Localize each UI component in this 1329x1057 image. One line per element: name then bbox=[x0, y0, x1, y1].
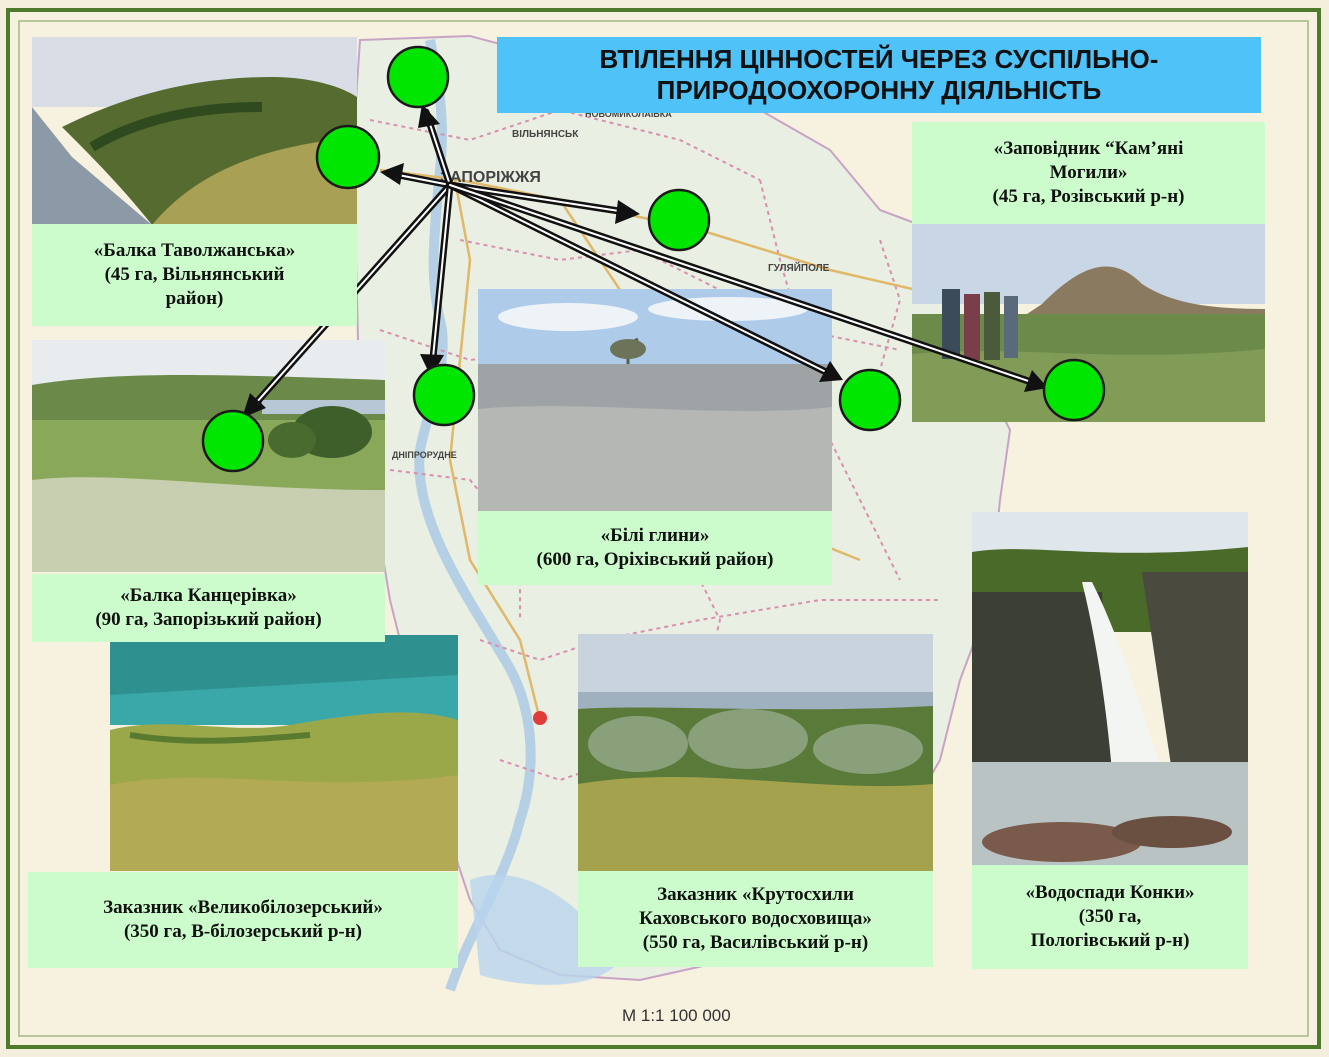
caption-line: Могили» bbox=[1049, 162, 1128, 184]
photo-krutoskhyly bbox=[578, 634, 933, 871]
caption-line: «Балка Канцерівка» bbox=[120, 585, 297, 607]
caption-line: (45 га, Вільнянський bbox=[104, 264, 285, 286]
caption-line: (90 га, Запорізький район) bbox=[95, 609, 322, 630]
title-line-2: ПРИРОДООХОРОННУ ДІЯЛЬНІСТЬ bbox=[656, 75, 1102, 105]
caption-line: (350 га, bbox=[1078, 906, 1142, 928]
map-label-city: ЗАПОРІЖЖЯ bbox=[440, 169, 541, 186]
caption-line: Заказник «Великобілозерський» bbox=[103, 897, 383, 919]
caption-line: (600 га, Оріхівський район) bbox=[536, 549, 774, 570]
photo-tavolzhanska bbox=[32, 37, 357, 225]
shrubs bbox=[588, 709, 923, 774]
photo-velykobilozerskyi bbox=[110, 635, 458, 871]
caption-velykobilozerskyi: Заказник «Великобілозерський» (350 га, В… bbox=[28, 872, 458, 968]
photo-kantserivka bbox=[32, 340, 385, 572]
frame-inner-border bbox=[18, 20, 1309, 1037]
caption-line: «Заповідник “Кам’яні bbox=[993, 138, 1184, 160]
slide-title: ВТІЛЕННЯ ЦІННОСТЕЙ ЧЕРЕЗ СУСПІЛЬНО- ПРИР… bbox=[497, 37, 1261, 113]
map-city-marker bbox=[533, 711, 547, 725]
map-label-town1: ВІЛЬНЯНСЬК bbox=[512, 129, 579, 140]
caption-kantserivka: «Балка Канцерівка» (90 га, Запорізький р… bbox=[32, 574, 385, 642]
caption-krutoskhyly: Заказник «Крутосхили Каховського водосхо… bbox=[578, 871, 933, 967]
caption-kamiani-mohyly: «Заповідник “Кам’яні Могили» (45 га, Роз… bbox=[912, 122, 1265, 224]
caption-line: Каховського водосховища» bbox=[639, 908, 872, 930]
map-label-town2: ГУЛЯЙПОЛЕ bbox=[768, 261, 830, 274]
photo-vodospady-konky bbox=[972, 512, 1248, 865]
caption-vodospady-konky: «Водоспади Конки» (350 га, Пологівський … bbox=[972, 865, 1248, 969]
title-line-1: ВТІЛЕННЯ ЦІННОСТЕЙ ЧЕРЕЗ СУСПІЛЬНО- bbox=[599, 43, 1159, 74]
caption-line: Пологівський р-н) bbox=[1030, 929, 1190, 951]
caption-bili-hlyny: «Білі глини» (600 га, Оріхівський район) bbox=[478, 511, 832, 585]
caption-line: (45 га, Розівський р-н) bbox=[992, 185, 1185, 207]
caption-line: (350 га, В-білозерський р-н) bbox=[123, 921, 363, 942]
photo-bili-hlyny bbox=[478, 289, 832, 511]
photo-kamiani-mohyly bbox=[912, 224, 1265, 422]
hikers-group bbox=[942, 289, 1018, 360]
map-scale: М 1:1 100 000 bbox=[622, 1006, 731, 1025]
caption-line: «Водоспади Конки» bbox=[1025, 882, 1195, 904]
caption-line: район) bbox=[165, 287, 224, 309]
caption-line: «Білі глини» bbox=[600, 525, 710, 547]
map-label-town4: ДНІПРОРУДНЕ bbox=[392, 450, 457, 460]
caption-line: «Балка Таволжанська» bbox=[93, 240, 296, 262]
map-label-town3: НОВОМИКОЛАЇВКА bbox=[585, 109, 672, 119]
caption-line: Заказник «Крутосхили bbox=[657, 884, 854, 906]
caption-tavolzhanska: «Балка Таволжанська» (45 га, Вільнянськи… bbox=[32, 224, 357, 326]
caption-line: (550 га, Василівський р-н) bbox=[642, 931, 869, 953]
